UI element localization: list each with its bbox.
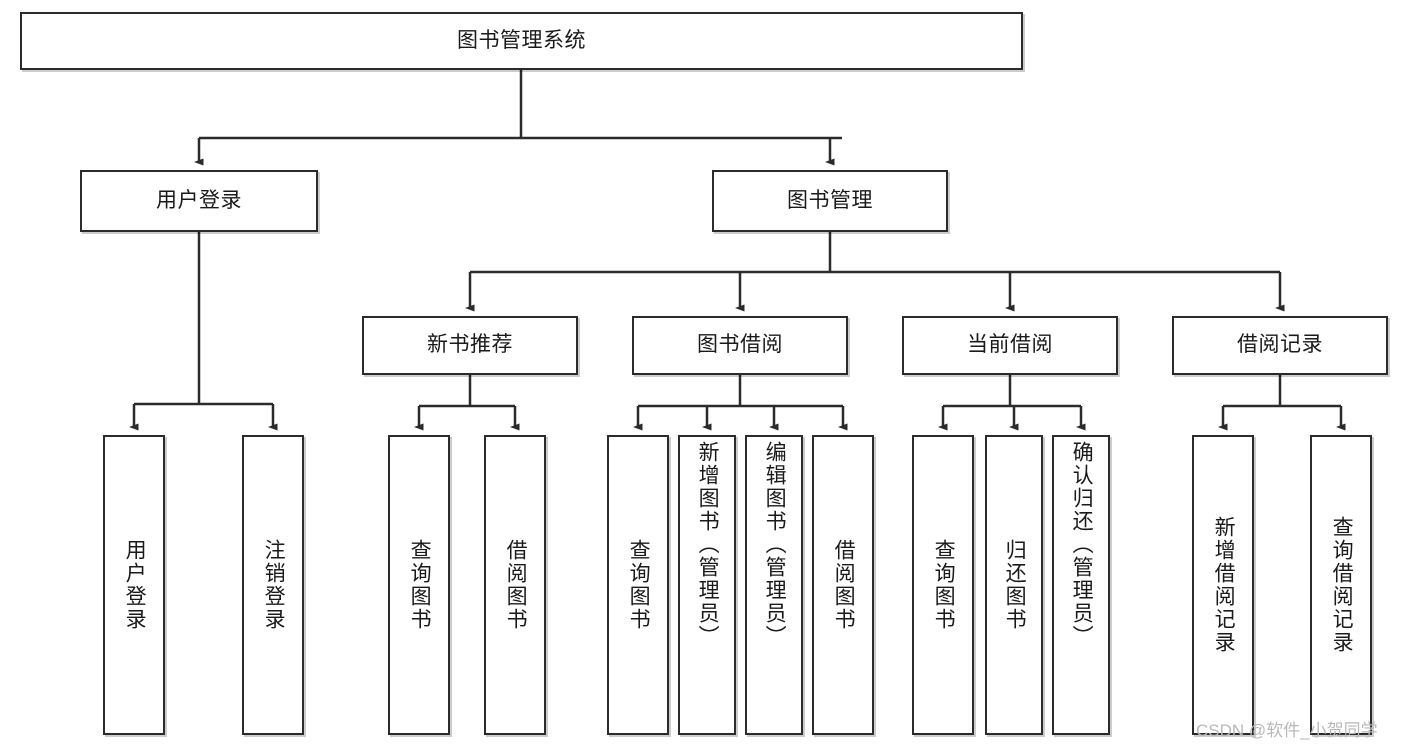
node-leaf-add-book[interactable]: 新增图书（管理员） [678, 435, 736, 735]
node-leaf-return-book[interactable]: 归还图书 [985, 435, 1043, 735]
node-leaf-return-book-label: 归还图书 [1003, 539, 1027, 631]
node-leaf-borrow-book-2[interactable]: 借阅图书 [812, 435, 874, 735]
node-leaf-query-record[interactable]: 查询借阅记录 [1310, 435, 1372, 735]
node-leaf-query-record-label: 查询借阅记录 [1330, 516, 1354, 654]
node-new-book-rec[interactable]: 新书推荐 [362, 316, 578, 375]
node-root[interactable]: 图书管理系统 [20, 12, 1023, 70]
node-leaf-add-book-label: 新增图书（管理员） [696, 441, 720, 648]
node-leaf-query-book-1[interactable]: 查询图书 [388, 435, 450, 735]
node-root-label: 图书管理系统 [457, 28, 586, 52]
node-leaf-borrow-book-1[interactable]: 借阅图书 [484, 435, 546, 735]
node-leaf-user-login[interactable]: 用户登录 [103, 435, 165, 735]
node-leaf-add-record[interactable]: 新增借阅记录 [1192, 435, 1254, 735]
node-current-borrow[interactable]: 当前借阅 [902, 316, 1118, 375]
node-leaf-user-login-label: 用户登录 [123, 539, 147, 631]
node-new-book-rec-label: 新书推荐 [427, 333, 513, 357]
node-leaf-user-logout[interactable]: 注销登录 [242, 435, 304, 735]
node-leaf-query-book-1-label: 查询图书 [408, 539, 432, 631]
node-book-borrow[interactable]: 图书借阅 [632, 316, 848, 375]
node-user-login[interactable]: 用户登录 [80, 170, 318, 232]
node-book-manage-label: 图书管理 [787, 188, 873, 212]
node-borrow-record-label: 借阅记录 [1237, 333, 1323, 357]
node-book-borrow-label: 图书借阅 [697, 333, 783, 357]
node-leaf-confirm-return[interactable]: 确认归还（管理员） [1052, 435, 1110, 735]
node-leaf-query-book-3-label: 查询图书 [932, 539, 956, 631]
node-user-login-label: 用户登录 [156, 188, 242, 212]
csdn-watermark: CSDN @软件_小贺同学 [1196, 721, 1378, 740]
node-leaf-add-record-label: 新增借阅记录 [1212, 516, 1236, 654]
node-book-manage[interactable]: 图书管理 [712, 170, 948, 232]
node-leaf-confirm-return-label: 确认归还（管理员） [1070, 441, 1094, 648]
node-leaf-user-logout-label: 注销登录 [262, 539, 286, 631]
node-leaf-query-book-2[interactable]: 查询图书 [607, 435, 669, 735]
node-current-borrow-label: 当前借阅 [967, 333, 1053, 357]
node-leaf-borrow-book-2-label: 借阅图书 [832, 539, 856, 631]
node-leaf-query-book-2-label: 查询图书 [627, 539, 651, 631]
node-leaf-borrow-book-1-label: 借阅图书 [504, 539, 528, 631]
node-borrow-record[interactable]: 借阅记录 [1172, 316, 1388, 375]
node-leaf-query-book-3[interactable]: 查询图书 [912, 435, 974, 735]
node-leaf-edit-book[interactable]: 编辑图书（管理员） [745, 435, 803, 735]
node-leaf-edit-book-label: 编辑图书（管理员） [763, 441, 787, 648]
